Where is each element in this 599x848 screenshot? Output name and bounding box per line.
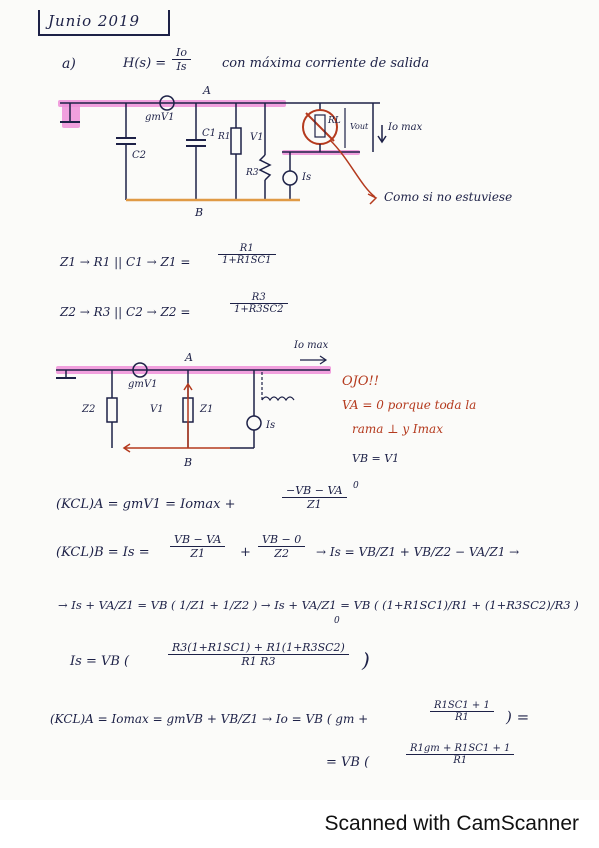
eq-kcl-a-den: Z1 — [306, 498, 322, 511]
transfer-function-fraction: Io Is — [172, 46, 191, 73]
c1-r3-label: R3 — [246, 168, 259, 178]
z2-den: 1+R3SC2 — [234, 304, 284, 315]
title-box — [38, 10, 170, 36]
part-a-label: a) — [62, 56, 76, 72]
c1-gm-label: gmV1 — [145, 112, 175, 123]
eq-is-num: R3(1+R1SC1) + R1(1+R3SC2) — [168, 641, 349, 655]
z1-definition: Z1 → R1 || C1 → Z1 = — [60, 255, 191, 269]
eq-kcl-b: (KCL)B = Is = — [56, 545, 150, 560]
eq-kcl-b-plus: + — [240, 545, 251, 560]
c2-z1-label: Z1 — [200, 404, 214, 415]
z1-den: 1+R1SC1 — [222, 255, 272, 266]
transfer-function-label: H(s) = — [123, 56, 167, 71]
c2-node-b: B — [184, 456, 193, 469]
eq-kcl-a2-close: ) = — [506, 708, 530, 726]
c2-gm-label: gmV1 — [128, 379, 158, 390]
scanner-footer: Scanned with CamScanner — [0, 800, 599, 848]
c1-node-a: A — [203, 84, 211, 97]
eq-kcl-b-num1: VB − VA — [170, 533, 226, 547]
eq-kcl-b-fraction-1: VB − VA Z1 — [170, 533, 226, 560]
eq-kcl-b-num2: VB − 0 — [258, 533, 306, 547]
note-va-line2: rama ⊥ y Imax — [352, 422, 443, 436]
c2-v1-label: V1 — [150, 404, 164, 415]
eq-kcl-a: (KCL)A = gmV1 = Iomax + — [56, 497, 236, 512]
page-title: Junio 2019 — [48, 12, 141, 30]
eq-final-num: R1gm + R1SC1 + 1 — [406, 743, 515, 755]
eq-is-close: ) — [362, 648, 370, 672]
c2-io-label: Io max — [294, 340, 329, 351]
eq-kcl-a2: (KCL)A = Iomax = gmVB + VB/Z1 → Io = VB … — [50, 712, 369, 726]
c1-annotation: Como si no estuviese — [384, 190, 513, 204]
transfer-den: Is — [176, 60, 187, 73]
c1-c2-label: C2 — [132, 150, 147, 161]
eq-kcl-a2-fraction: R1SC1 + 1 R1 — [430, 700, 494, 723]
eq-kcl-a-sup: 0 — [353, 481, 359, 491]
c1-r1-label: R1 — [218, 132, 231, 142]
c1-c1-label: C1 — [202, 128, 217, 139]
c1-io-label: Io max — [388, 122, 423, 133]
transfer-num: Io — [172, 46, 191, 60]
c2-is-label: Is — [266, 420, 276, 431]
c2-z2-label: Z2 — [82, 404, 96, 415]
note-ojo: OJO!! — [342, 374, 379, 389]
z1-num: R1 — [218, 243, 276, 255]
eq-final-den: R1 — [453, 755, 468, 766]
eq-kcl-a-num: −VB − VA — [282, 484, 347, 498]
eq-kcl-a2-num: R1SC1 + 1 — [430, 700, 494, 712]
eq-final-fraction: R1gm + R1SC1 + 1 R1 — [406, 743, 515, 766]
note-vb: VB = V1 — [352, 452, 400, 465]
eq-kcl-b-den1: Z1 — [190, 547, 206, 560]
c1-rl-label: RL — [328, 116, 341, 126]
paper-sheet: Junio 2019 a) H(s) = Io Is con máxima co… — [38, 10, 579, 770]
c2-node-a: A — [185, 351, 193, 364]
eq-kcl-a-fraction: −VB − VA Z1 — [282, 484, 347, 511]
part-a-note: con máxima corriente de salida — [222, 56, 430, 71]
eq-is-den: R1 R3 — [241, 655, 276, 668]
eq-line3: → Is + VA/Z1 = VB ( 1/Z1 + 1/Z2 ) → Is +… — [58, 598, 579, 612]
circuit-2-schematic — [56, 355, 330, 453]
eq-kcl-b-den2: Z2 — [274, 547, 289, 560]
note-va-line1: VA = 0 porque toda la — [342, 398, 477, 412]
z1-fraction: R1 1+R1SC1 — [218, 243, 276, 266]
eq-is-result: Is = VB ( — [70, 654, 130, 669]
eq-kcl-b-fraction-2: VB − 0 Z2 — [258, 533, 306, 560]
eq-final: = VB ( — [326, 755, 370, 770]
eq-kcl-a2-den: R1 — [454, 712, 469, 723]
c1-v1-label: V1 — [250, 132, 264, 143]
circuit-1-schematic — [60, 95, 387, 205]
c1-vout-label: Vout — [350, 122, 369, 131]
eq-line3-zero: 0 — [334, 616, 340, 626]
z2-fraction: R3 1+R3SC2 — [230, 292, 288, 315]
scanner-watermark: Scanned with CamScanner — [324, 812, 579, 835]
c1-node-b: B — [195, 206, 204, 219]
z2-num: R3 — [230, 292, 288, 304]
eq-is-fraction: R3(1+R1SC1) + R1(1+R3SC2) R1 R3 — [168, 641, 349, 668]
z2-definition: Z2 → R3 || C2 → Z2 = — [60, 305, 191, 319]
c1-is-label: Is — [302, 172, 312, 183]
eq-kcl-b-right: → Is = VB/Z1 + VB/Z2 − VA/Z1 → — [316, 545, 520, 559]
